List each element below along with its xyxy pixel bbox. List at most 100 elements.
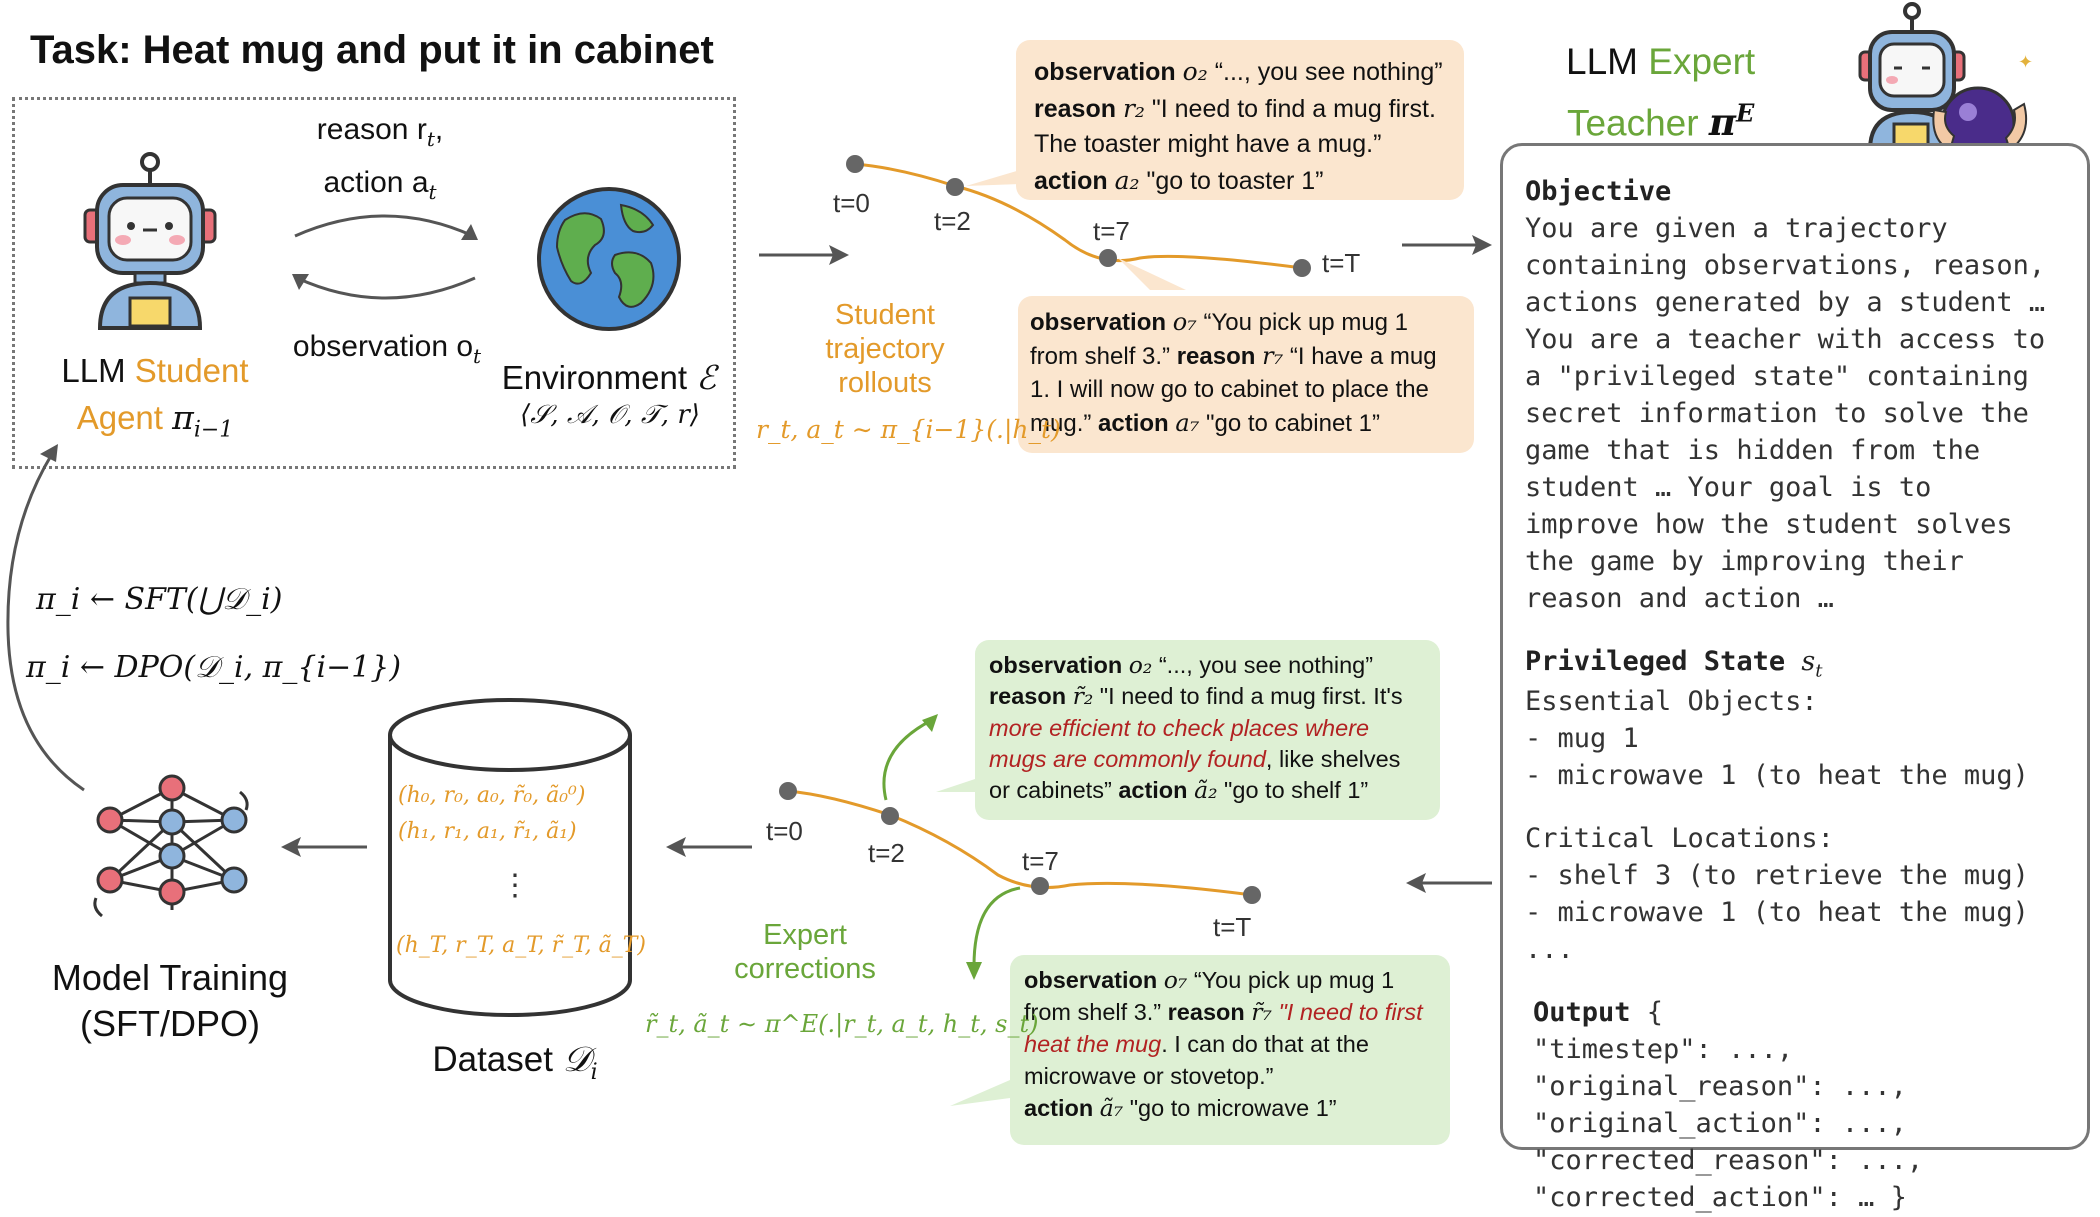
rollouts-line1: Student	[835, 299, 935, 331]
e2-action-text: "go to shelf 1”	[1224, 777, 1369, 803]
critical-line-4: ...	[1525, 933, 1574, 965]
student-trajectory-curve	[846, 155, 1311, 277]
output-line-1: "timestep": ...,	[1533, 1033, 1794, 1065]
teacher-prompt-panel: Objective You are given a trajectory con…	[1500, 143, 2090, 1213]
privileged-header-text: Privileged State	[1525, 645, 1786, 677]
neural-network-icon	[93, 774, 249, 918]
e2-reason-post: , like shelves or cabinets”	[989, 745, 1401, 803]
e2-action-var: ã₂	[1194, 776, 1218, 804]
objective-line-1: You are given a trajectory	[1525, 212, 1948, 244]
dataset-row-1: (h₁, r₁, a₁, r̃₁, ã₁)	[398, 819, 577, 844]
agent-env-frame	[12, 97, 736, 469]
training-line2: (SFT/DPO)	[80, 1003, 260, 1044]
arrow-back-to-student	[6, 444, 85, 792]
student-t7-label: t=7	[1093, 216, 1130, 246]
reason-sub: t	[426, 127, 435, 151]
environment-symbol: ℰ	[696, 358, 717, 397]
student-policy-sub: i−1	[193, 417, 234, 443]
e2-obs-text: “..., you see nothing”	[1158, 652, 1374, 678]
student-policy: πi−1	[172, 398, 233, 443]
e7-reason-var: r̃₇	[1251, 997, 1272, 1026]
arrow-to-rollouts	[759, 245, 849, 265]
dataset-symbol: 𝒟	[562, 1040, 591, 1080]
expert-point-t0	[779, 782, 797, 800]
expert-tT-label: t=T	[1213, 912, 1252, 942]
environment-label: Environment ℰ	[488, 358, 730, 397]
student-point-t0	[846, 155, 864, 173]
observation-label: observation ot	[282, 330, 492, 368]
e7-reason-post: . I can do that at the microwave or stov…	[1024, 1030, 1369, 1089]
expert-t2-label: t=2	[868, 838, 905, 868]
s7-obs-label: observation	[1030, 309, 1167, 336]
earth-globe-icon	[537, 187, 681, 331]
student-step2-box: observation o₂ “..., you see nothing” re…	[1016, 40, 1464, 200]
objective-line-6: secret information to solve the	[1525, 397, 2029, 429]
e2-reason-pre: "I need to find a mug first. It's	[1099, 683, 1403, 710]
expert-point-tT	[1243, 886, 1261, 904]
action-sub: t	[428, 180, 437, 204]
objective-line-8: student … Your goal is to	[1525, 471, 1932, 503]
expert-t7-label: t=7	[1022, 846, 1059, 876]
dataset-cylinder	[388, 698, 632, 1017]
critical-line-1: Critical Locations:	[1525, 822, 1834, 854]
s7-reason-text: “I have a mug 1. I will now go to cabine…	[1030, 342, 1437, 437]
output-brace: {	[1630, 996, 1664, 1028]
expert-trajectory-curve	[779, 782, 1261, 904]
e7-action-label: action	[1024, 1094, 1094, 1121]
e7-action-var: ã₇	[1099, 1093, 1124, 1122]
s7-obs-var: o₇	[1172, 308, 1197, 336]
expert-point-t7	[1031, 877, 1049, 895]
teacher-llm-prefix: LLM	[1566, 41, 1649, 82]
student-accent: Student	[134, 352, 249, 389]
expert-point-t2	[881, 807, 899, 825]
privileged-var: st	[1801, 645, 1822, 681]
expert-step7-box: observation o₇ “You pick up mug 1 from s…	[1010, 955, 1450, 1145]
task-title: Task: Heat mug and put it in cabinet	[30, 28, 714, 72]
agent-env-cycle-arrows	[292, 214, 478, 300]
e2-obs-var: o₂	[1128, 651, 1153, 679]
svg-text:✦: ✦	[2018, 52, 2033, 73]
action-text: action a	[323, 166, 429, 199]
e2-reason-label: reason	[989, 683, 1067, 710]
arrow-from-teacher	[1406, 873, 1492, 893]
output-header-text: Output	[1533, 996, 1631, 1028]
s2-reason-text: "I need to find a mug first. The toaster…	[1034, 94, 1436, 159]
e7-obs-var: o₇	[1163, 966, 1188, 994]
dpo-rule: π_i ← DPO(𝒟_i, π_{i−1})	[26, 650, 402, 685]
objective-line-5: a "privileged state" containing	[1525, 360, 2029, 392]
observation-sub: t	[473, 344, 482, 368]
expert-corrections-formula: r̃_t, ã_t ∼ π^E(.|r_t, a_t, h_t, s_t)	[645, 1010, 1039, 1038]
privileged-var-symbol: s	[1801, 645, 1816, 677]
reason-comma: ,	[434, 113, 444, 146]
s2-reason-var: r₂	[1122, 93, 1145, 123]
reason-action-label: reason rt, action at	[300, 108, 460, 214]
output-header: Output {	[1525, 995, 2065, 1032]
output-line-2: "original_reason": ...,	[1533, 1070, 1907, 1102]
student-point-tT	[1293, 259, 1311, 277]
e2-reason-var: r̃₂	[1072, 682, 1094, 711]
objective-line-9: improve how the student solves	[1525, 508, 2013, 540]
observation-text: observation o	[292, 330, 474, 363]
teacher-accent: Teacher	[1566, 102, 1699, 144]
e7-reason-label: reason	[1167, 998, 1245, 1025]
e2-reason-red: more efficient to check places where mug…	[989, 714, 1370, 772]
critical-line-2: - shelf 3 (to retrieve the mug)	[1525, 859, 2029, 891]
student-callout-tails	[966, 170, 1186, 290]
training-line1: Model Training	[51, 957, 289, 998]
s2-reason-label: reason	[1034, 94, 1116, 123]
objective-line-2: containing observations, reason,	[1525, 249, 2046, 281]
e2-obs-label: observation	[989, 652, 1123, 678]
e7-obs-text: “You pick up mug 1 from shelf 3.”	[1024, 967, 1395, 1025]
s7-reason-var: r₇	[1262, 341, 1284, 370]
output-line-3: "original_action": ...,	[1533, 1107, 1907, 1139]
dataset-label: Dataset 𝒟i	[400, 1040, 630, 1085]
student-agent-label: LLM Student Agent πi−1	[40, 347, 270, 454]
e7-reason-red: "I need to first heat the mug	[1024, 998, 1423, 1057]
e2-action-label: action	[1118, 777, 1188, 803]
privileged-var-sub: t	[1815, 660, 1823, 682]
student-point-t7	[1099, 249, 1117, 267]
environment-tuple: ⟨𝒮, 𝒜, 𝒪, 𝒯, r⟩	[520, 400, 700, 430]
s7-obs-text: “You pick up mug 1 from shelf 3.”	[1030, 309, 1409, 370]
student-policy-symbol: π	[172, 398, 194, 437]
student-t0-label: t=0	[833, 188, 870, 218]
